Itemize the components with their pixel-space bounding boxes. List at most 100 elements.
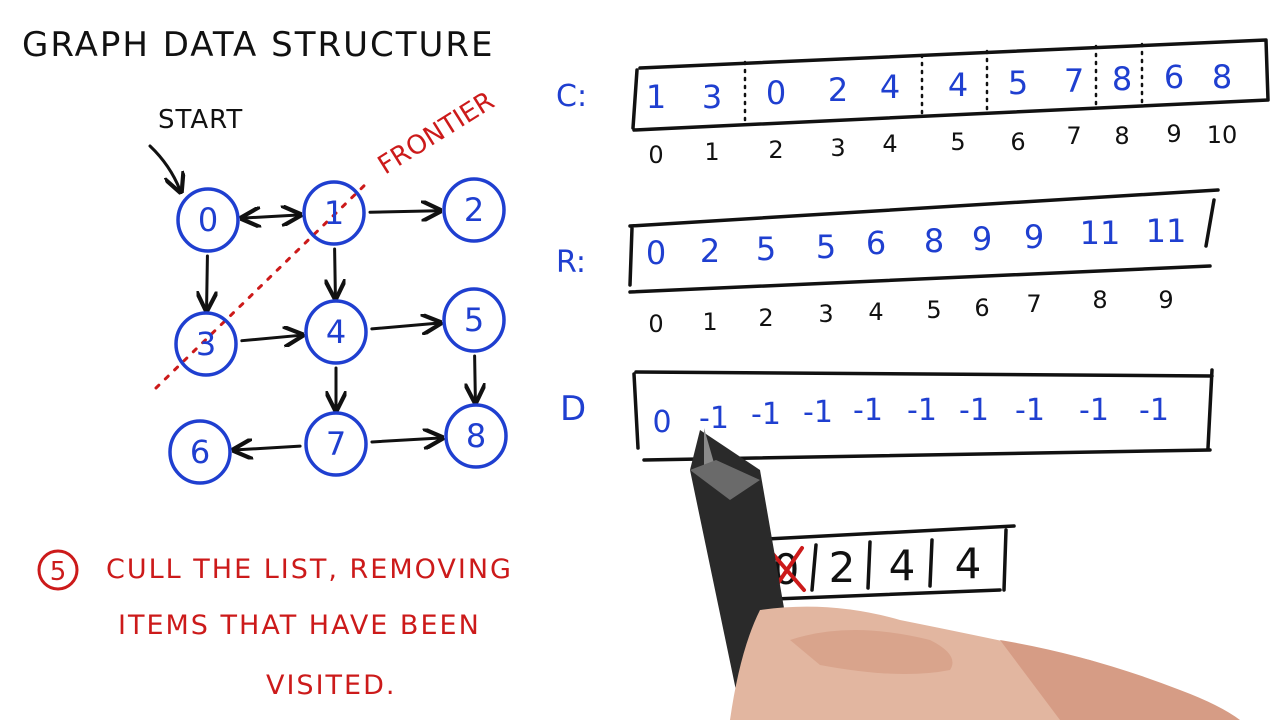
- graph-node-8: 8: [444, 403, 508, 469]
- graph-node-circle: [442, 177, 506, 243]
- c-array-index: 0: [648, 141, 663, 169]
- r-array-cell: 9: [972, 220, 992, 258]
- frontier-list-cell: 4: [889, 541, 916, 590]
- c-array-box: [631, 38, 1270, 132]
- graph-edges: [207, 211, 476, 450]
- c-array-cell: 4: [948, 66, 968, 104]
- c-array-index: 2: [768, 136, 783, 164]
- frontier-list-divider: [928, 538, 934, 588]
- graph-node-label: 3: [196, 325, 216, 363]
- r-array-index: 3: [818, 300, 833, 328]
- step-number: 5: [50, 557, 67, 587]
- r-array-index: 2: [758, 304, 773, 332]
- start-pointer-arrow: [148, 144, 180, 190]
- step-note-line-3: VISITED.: [266, 670, 396, 701]
- graph-node-2: 2: [442, 177, 506, 243]
- graph-node-1: 1: [302, 180, 366, 246]
- r-array-label: R:: [556, 245, 586, 280]
- start-label: START: [158, 105, 243, 135]
- graph-node-label: 0: [198, 201, 218, 239]
- d-array-label: D: [560, 389, 586, 429]
- c-array-index: 9: [1166, 120, 1181, 148]
- c-array-cell: 5: [1008, 64, 1028, 102]
- c-array-cell: 3: [702, 78, 722, 116]
- c-array-label: C:: [556, 79, 587, 114]
- step-number-circle: [37, 549, 79, 591]
- r-array-cell: 0: [646, 234, 666, 272]
- frontier-label: FRONTIER: [373, 86, 500, 181]
- c-array-cell: 1: [646, 78, 666, 116]
- graph-node-label: 5: [464, 301, 484, 339]
- c-array-index: 10: [1207, 121, 1238, 149]
- graph-edge-0-1: [244, 215, 298, 218]
- r-array-cell: 6: [866, 224, 886, 262]
- graph-node-0: 0: [176, 187, 240, 253]
- r-array-cell: 11: [1146, 212, 1187, 250]
- r-array-index: 4: [868, 298, 883, 326]
- d-array-cell: -1: [959, 393, 989, 428]
- d-array: D 0-1-1-1-1-1-1-1-1-1: [560, 368, 1214, 462]
- graph-node-3: 3: [174, 311, 238, 377]
- d-array-cell: -1: [699, 401, 729, 436]
- graph-edge-7-8: [370, 438, 440, 442]
- r-array-cell: 11: [1080, 214, 1121, 252]
- c-array-index: 3: [830, 134, 845, 162]
- page-title: GRAPH DATA STRUCTURE: [22, 25, 495, 65]
- step-note: 5 CULL THE LIST, REMOVING ITEMS THAT HAV…: [37, 549, 513, 701]
- r-array-index: 8: [1092, 286, 1107, 314]
- hand-with-pen-image: [690, 428, 1240, 720]
- graph-edge-3-4: [240, 335, 300, 340]
- graph-node-circle: [304, 299, 368, 365]
- step-note-line-1: CULL THE LIST, REMOVING: [106, 554, 513, 585]
- graph-node-label: 7: [326, 425, 346, 463]
- c-array-index: 8: [1114, 122, 1129, 150]
- r-array-cell: 8: [924, 222, 944, 260]
- r-array-index: 0: [648, 310, 663, 338]
- c-array-cell: 2: [828, 71, 848, 109]
- graph-node-label: 6: [190, 433, 210, 471]
- graph-node-label: 2: [464, 191, 484, 229]
- r-array-cell: 9: [1024, 218, 1044, 256]
- d-array-cell: -1: [1015, 393, 1045, 428]
- graph-node-circle: [168, 419, 232, 485]
- d-array-cell: -1: [1079, 393, 1109, 428]
- c-array-index: 6: [1010, 128, 1025, 156]
- frontier-list-cell: 2: [829, 543, 856, 592]
- graph-node-circle: [304, 411, 368, 477]
- frontier-list-cell: 4: [955, 539, 982, 588]
- c-array-cell: 8: [1112, 60, 1132, 98]
- d-array-cell: 0: [652, 405, 671, 440]
- frontier-list-divider: [810, 543, 818, 592]
- graph-node-4: 4: [304, 299, 368, 365]
- graph-node-circle: [444, 403, 508, 469]
- c-array-cell: 8: [1212, 58, 1232, 96]
- d-array-cell: -1: [751, 397, 781, 432]
- r-array-cell: 5: [816, 228, 836, 266]
- c-array-cell: 0: [766, 74, 786, 112]
- d-array-cell: -1: [803, 395, 833, 430]
- r-array-index: 6: [974, 294, 989, 322]
- graph-edge-4-5: [370, 323, 438, 329]
- graph-node-5: 5: [442, 287, 506, 353]
- graph-node-circle: [302, 180, 366, 246]
- graph-node-label: 8: [466, 417, 486, 455]
- graph-node-7: 7: [304, 411, 368, 477]
- c-array-index: 5: [950, 128, 965, 156]
- c-array-cell: 7: [1064, 62, 1084, 100]
- graph-node-circle: [176, 187, 240, 253]
- graph-node-circle: [174, 311, 238, 377]
- step-note-line-2: ITEMS THAT HAVE BEEN: [118, 610, 481, 641]
- r-array-index: 5: [926, 296, 941, 324]
- graph-edge-5-8: [475, 354, 476, 400]
- frontier-dotted-line: [154, 178, 372, 390]
- r-array-cell: 5: [756, 230, 776, 268]
- c-array-index: 7: [1066, 122, 1081, 150]
- r-array-cell: 2: [700, 232, 720, 270]
- c-array-index: 1: [704, 138, 719, 166]
- graph-node-6: 6: [168, 419, 232, 485]
- graph-edge-0-3: [207, 254, 208, 308]
